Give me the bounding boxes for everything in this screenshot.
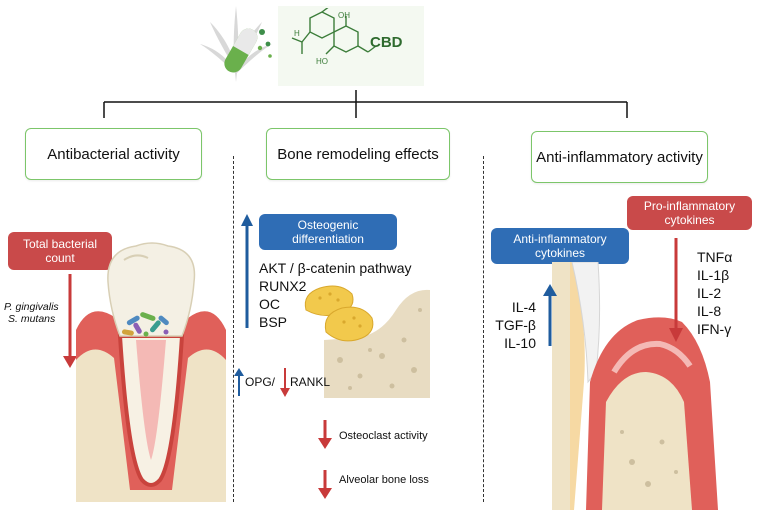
- anti-inflammatory-title-box: Anti-inflammatory activity: [531, 131, 708, 183]
- bacterial-count-badge: Total bacterial count: [8, 232, 112, 270]
- osteogenic-badge: Osteogenic differentiation: [259, 214, 397, 250]
- pro-cytokine-list: TNFα IL-1β IL-2 IL-8 IFN-γ: [697, 248, 732, 338]
- anti-cytokine-list: IL-4 TGF-β IL-10: [480, 298, 536, 352]
- bone-osteoclast-illustration: [304, 285, 430, 398]
- cytokine-tgf-beta: TGF-β: [495, 317, 536, 333]
- cytokine-il-4: IL-4: [511, 299, 536, 315]
- cbd-structure-icon: H OH HO: [291, 8, 377, 66]
- marker-oc: OC: [259, 296, 280, 312]
- tooth-infection-illustration: [76, 242, 226, 502]
- cytokine-il-10: IL-10: [504, 335, 536, 351]
- osteoclast-down-arrow-icon: [318, 420, 332, 449]
- opg-up-arrow-icon: [234, 368, 244, 396]
- right-separator: [483, 156, 484, 502]
- marker-akt-catenin: AKT / β-catenin pathway: [259, 260, 412, 276]
- cytokine-il-8: IL-8: [697, 303, 722, 319]
- cbd-molecule-panel: H OH HO CBD: [278, 6, 424, 86]
- species-p-gingivalis: P. gingivalis: [4, 301, 59, 313]
- osteogenic-marker-list: AKT / β-catenin pathway RUNX2 OC BSP: [259, 259, 412, 331]
- cytokine-il-1-beta: IL-1β: [697, 267, 730, 283]
- svg-text:H: H: [294, 29, 300, 38]
- gum-inflammation-illustration: [552, 262, 718, 510]
- cannabis-capsule-icon: [200, 6, 272, 82]
- alveolar-down-arrow-icon: [318, 470, 332, 499]
- left-separator: [233, 156, 234, 502]
- marker-bsp: BSP: [259, 314, 288, 330]
- marker-runx2: RUNX2: [259, 278, 307, 294]
- anti-cytokine-up-arrow-icon: [543, 284, 557, 346]
- anti-inflammatory-cytokines-badge: Anti-inflammatory cytokines: [491, 228, 629, 264]
- alveolar-bone-loss-label: Alveolar bone loss: [339, 474, 429, 486]
- branch-connector: [103, 90, 628, 118]
- cytokine-il-2: IL-2: [697, 285, 722, 301]
- rankl-down-arrow-icon: [280, 368, 290, 397]
- opg-label: OPG/: [245, 375, 276, 389]
- osteoclast-activity-label: Osteoclast activity: [339, 430, 428, 442]
- osteogenic-up-arrow-icon: [241, 214, 253, 328]
- anti-inflammatory-title: Anti-inflammatory activity: [536, 148, 703, 166]
- bacterial-down-arrow-icon: [63, 274, 77, 368]
- svg-text:OH: OH: [338, 11, 350, 20]
- svg-text:HO: HO: [316, 57, 328, 66]
- cytokine-ifn-gamma: IFN-γ: [697, 321, 732, 337]
- species-s-mutans: S. mutans: [8, 313, 56, 325]
- cbd-label: CBD: [370, 34, 403, 51]
- antibacterial-title-box: Antibacterial activity: [25, 128, 202, 180]
- cytokine-tnf-alpha: TNFα: [697, 249, 733, 265]
- pro-inflammatory-cytokines-badge: Pro-inflammatory cytokines: [627, 196, 752, 230]
- bone-remodeling-title: Bone remodeling effects: [277, 145, 439, 163]
- antibacterial-title: Antibacterial activity: [47, 145, 180, 163]
- rankl-label: RANKL: [290, 375, 331, 389]
- bone-remodeling-title-box: Bone remodeling effects: [266, 128, 450, 180]
- pro-cytokine-down-arrow-icon: [669, 238, 683, 342]
